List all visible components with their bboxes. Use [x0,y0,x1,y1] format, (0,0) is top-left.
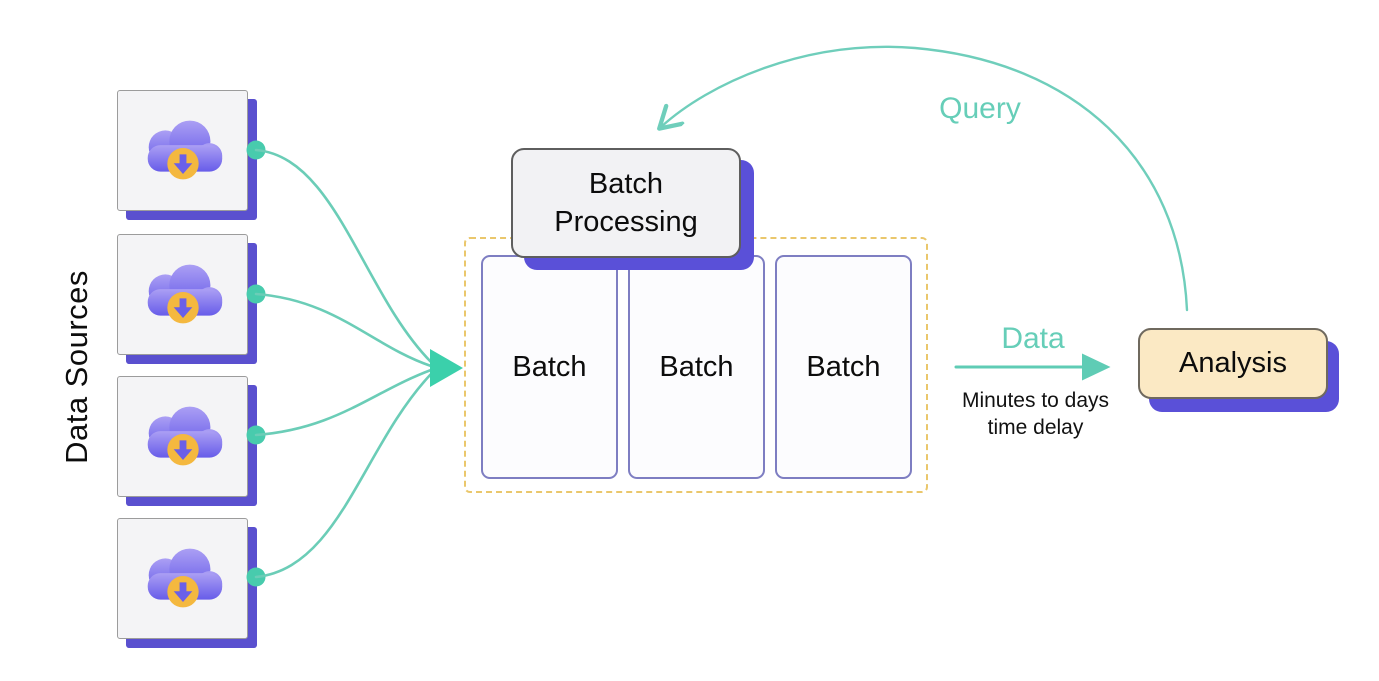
batch-node-label: Batch [806,350,881,383]
big-right-arrowhead-icon [430,349,463,387]
cloud-download-icon [134,260,232,330]
batch-processing-label: Batch Processing [554,168,698,238]
data-source-node [117,234,248,355]
batch-node-2: Batch [628,255,765,479]
batch-processing-node: Batch Processing [511,148,741,258]
delay-note: Minutes to days time delay [938,387,1133,441]
cloud-download-icon [134,544,232,614]
batch-node-label: Batch [512,350,587,383]
data-sources-label: Data Sources [59,270,94,464]
batch-group-container: Batch Batch Batch [464,237,928,493]
query-edge-label: Query [939,92,1021,125]
delay-note-line1: Minutes to days [961,389,1110,412]
data-source-node [117,518,248,639]
data-edge-label: Data [1001,322,1065,355]
batch-node-label: Batch [659,350,734,383]
analysis-label: Analysis [1179,347,1287,379]
delay-note-line2: time delay [987,416,1084,439]
cloud-download-icon [134,116,232,186]
cloud-download-icon [134,402,232,472]
data-source-node [117,376,248,497]
batch-node-1: Batch [481,255,618,479]
connector-dot [246,140,266,587]
analysis-node: Analysis [1138,328,1328,399]
batch-node-3: Batch [775,255,912,479]
data-source-node [117,90,248,211]
source-to-batch-curves [254,148,433,579]
